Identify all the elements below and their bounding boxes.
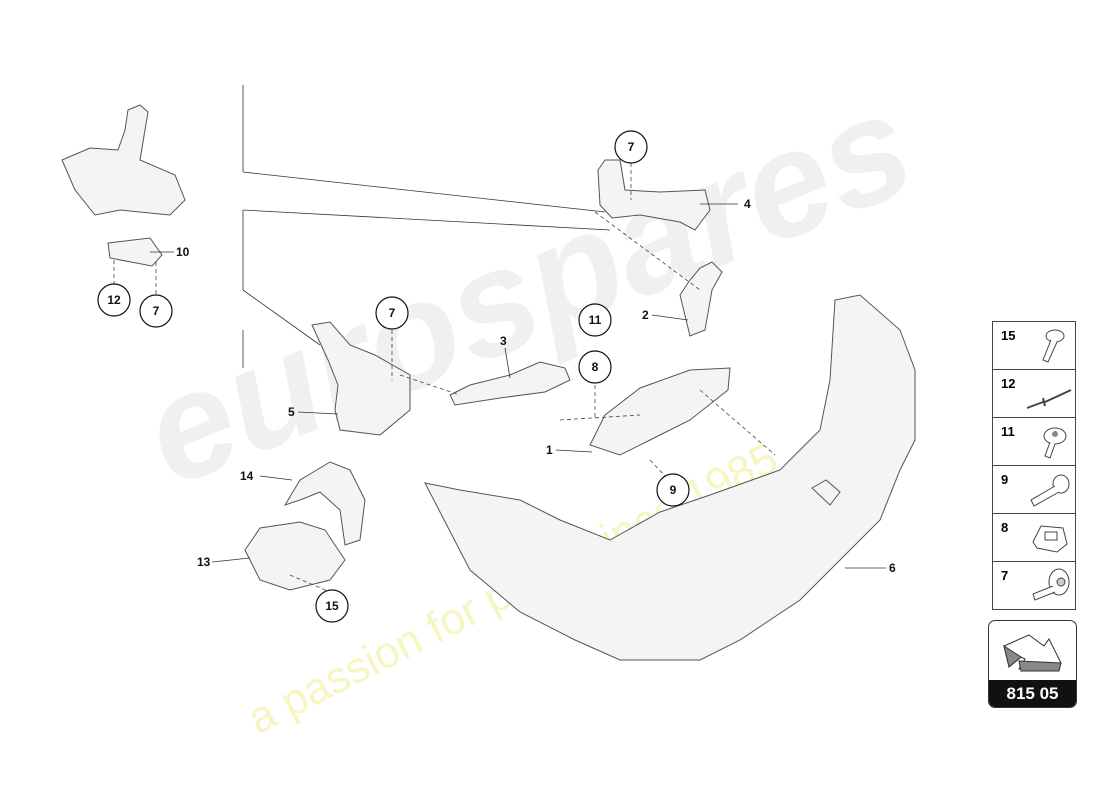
callout-1[interactable]: 1 [546,443,553,457]
callout-6[interactable]: 6 [889,561,896,575]
part-13-panel [244,521,346,591]
svg-text:8: 8 [592,360,599,374]
callout-7-left[interactable]: 7 [139,294,173,328]
callout-7-top[interactable]: 7 [614,130,648,164]
callout-9[interactable]: 9 [656,473,690,507]
callout-5[interactable]: 5 [288,405,295,419]
callout-4[interactable]: 4 [744,197,751,211]
legend-row-12[interactable]: 12 [993,370,1075,418]
leader-lines [150,203,886,569]
legend-row-11[interactable]: 11 [993,418,1075,466]
part-14-liner [283,461,366,546]
push-rivet-icon [1032,568,1070,601]
legend-row-9[interactable]: 9 [993,466,1075,514]
svg-text:15: 15 [325,599,339,613]
part-5-duct [311,321,411,436]
part-1-panel [589,367,731,456]
bolt-icon [1030,474,1070,507]
callout-13[interactable]: 13 [197,555,211,569]
callout-15[interactable]: 15 [315,589,349,623]
callout-11[interactable]: 11 [578,303,612,337]
callout-12[interactable]: 12 [97,283,131,317]
legend-row-7[interactable]: 7 [993,562,1075,609]
arrow-icon [1003,634,1062,672]
svg-text:11: 11 [589,313,602,327]
part-4-duct [597,159,711,231]
part-duct-top-left [61,104,186,267]
svg-text:9: 9 [670,483,677,497]
svg-text:7: 7 [628,140,635,154]
screw-flanged-icon [1042,329,1065,363]
callout-14[interactable]: 14 [240,469,254,483]
legend-row-15[interactable]: 15 [993,322,1075,370]
page-code: 815 05 [989,680,1076,707]
hardware-legend: 15 12 11 9 8 7 [992,321,1076,610]
guide-lines [242,85,611,368]
callout-10[interactable]: 10 [176,245,190,259]
clip-nut-icon [1032,525,1068,553]
callout-3[interactable]: 3 [500,334,507,348]
part-2-duct [679,261,723,337]
callout-7-mid[interactable]: 7 [375,296,409,330]
rivet-icon [1026,389,1072,409]
part-6-bumper [424,294,916,661]
page-reference-badge[interactable]: 815 05 [988,620,1077,708]
dashed-connectors [113,163,776,593]
legend-row-8[interactable]: 8 [993,514,1075,562]
svg-text:7: 7 [389,306,396,320]
svg-text:12: 12 [107,293,121,307]
callout-2[interactable]: 2 [642,308,649,322]
callout-8[interactable]: 8 [578,350,612,384]
svg-text:7: 7 [153,304,160,318]
screw-washer-icon [1043,427,1067,459]
part-3-duct [449,361,571,406]
